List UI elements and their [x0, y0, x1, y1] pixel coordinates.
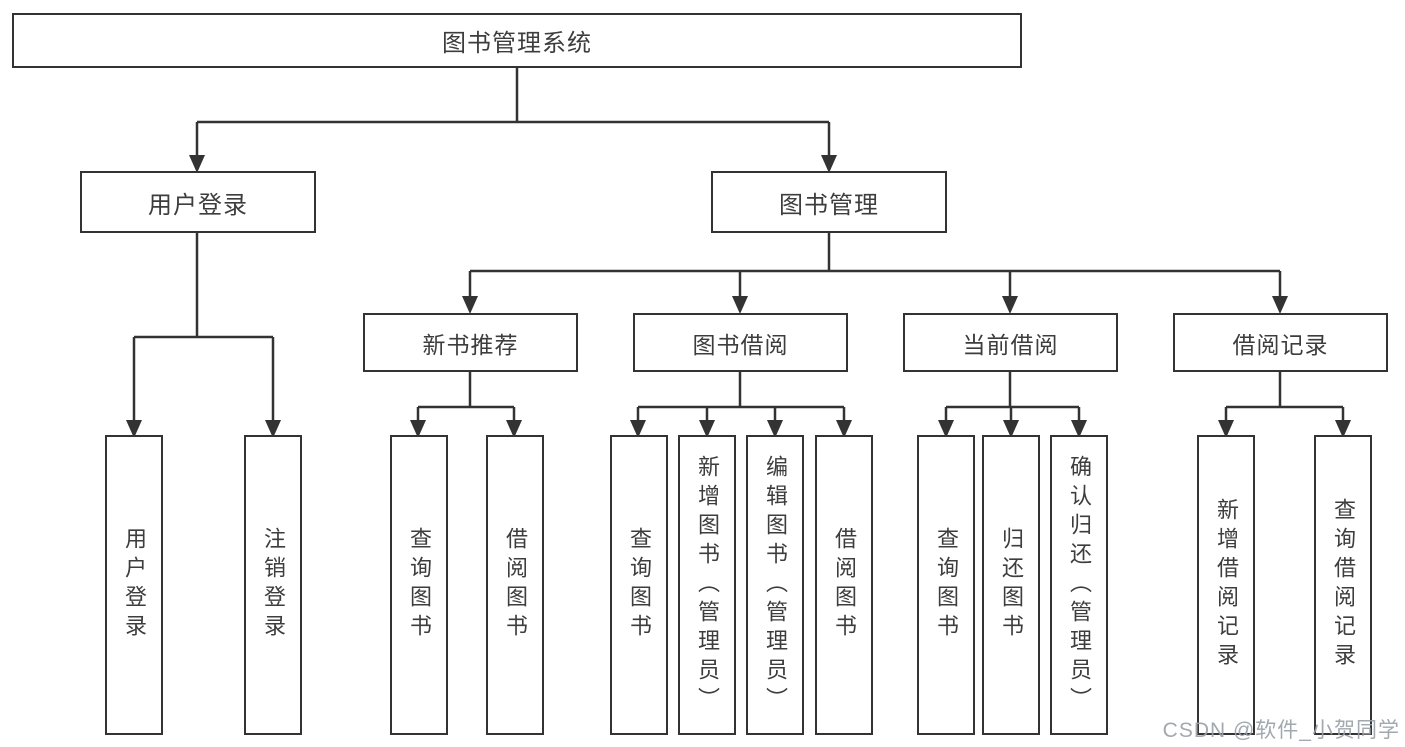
- leaf-add-borrow-record-label: 新增借阅记录: [1214, 498, 1239, 672]
- leaf-confirm-return-admin-label: 确认归还（管理员）: [1067, 454, 1092, 716]
- leaf-return-books-label: 归还图书: [999, 527, 1024, 643]
- node-current-borrow-label: 当前借阅: [962, 331, 1059, 358]
- leaf-confirm-return-admin: 确认归还（管理员）: [1050, 435, 1108, 735]
- leaf-query-borrow-record-label: 查询借阅记录: [1331, 498, 1356, 672]
- node-user-login-label: 用户登录: [148, 191, 248, 219]
- leaf-current-query-books: 查询图书: [917, 435, 975, 735]
- node-borrow-records: 借阅记录: [1173, 313, 1388, 372]
- leaf-borrow-books: 借阅图书: [815, 435, 873, 735]
- leaf-edit-books-admin-label: 编辑图书（管理员）: [763, 454, 788, 716]
- leaf-query-borrow-record: 查询借阅记录: [1314, 435, 1372, 735]
- node-book-mgmt: 图书管理: [711, 171, 947, 233]
- leaf-borrow-query-books-label: 查询图书: [627, 527, 652, 643]
- leaf-add-books-admin: 新增图书（管理员）: [678, 435, 736, 735]
- node-root-label: 图书管理系统: [442, 30, 592, 57]
- node-borrow-records-label: 借阅记录: [1232, 331, 1329, 358]
- arrowheads: [126, 155, 1351, 438]
- leaf-edit-books-admin: 编辑图书（管理员）: [746, 435, 804, 735]
- leaf-return-books: 归还图书: [982, 435, 1040, 735]
- leaf-rec-borrow-books-label: 借阅图书: [503, 527, 528, 643]
- leaf-add-borrow-record: 新增借阅记录: [1197, 435, 1255, 735]
- leaf-borrow-books-label: 借阅图书: [832, 527, 857, 643]
- leaf-logout: 注销登录: [244, 435, 302, 735]
- node-current-borrow: 当前借阅: [903, 313, 1118, 372]
- leaf-user-login-label: 用户登录: [122, 527, 147, 643]
- leaf-rec-query-books-label: 查询图书: [407, 527, 432, 643]
- leaf-borrow-query-books: 查询图书: [610, 435, 668, 735]
- node-book-borrow-label: 图书借阅: [692, 331, 789, 358]
- leaf-rec-borrow-books: 借阅图书: [486, 435, 544, 735]
- leaf-logout-label: 注销登录: [261, 527, 286, 643]
- node-root: 图书管理系统: [12, 13, 1022, 68]
- node-book-mgmt-label: 图书管理: [779, 191, 879, 219]
- node-new-book-recommend: 新书推荐: [363, 313, 578, 372]
- node-user-login: 用户登录: [80, 171, 316, 233]
- leaf-add-books-admin-label: 新增图书（管理员）: [695, 454, 720, 716]
- leaf-user-login: 用户登录: [105, 435, 163, 735]
- csdn-watermark: CSDN @软件_小贺同学: [1162, 719, 1400, 742]
- node-book-borrow: 图书借阅: [633, 313, 848, 372]
- leaf-rec-query-books: 查询图书: [390, 435, 448, 735]
- node-new-book-recommend-label: 新书推荐: [422, 331, 519, 358]
- leaf-current-query-books-label: 查询图书: [934, 527, 959, 643]
